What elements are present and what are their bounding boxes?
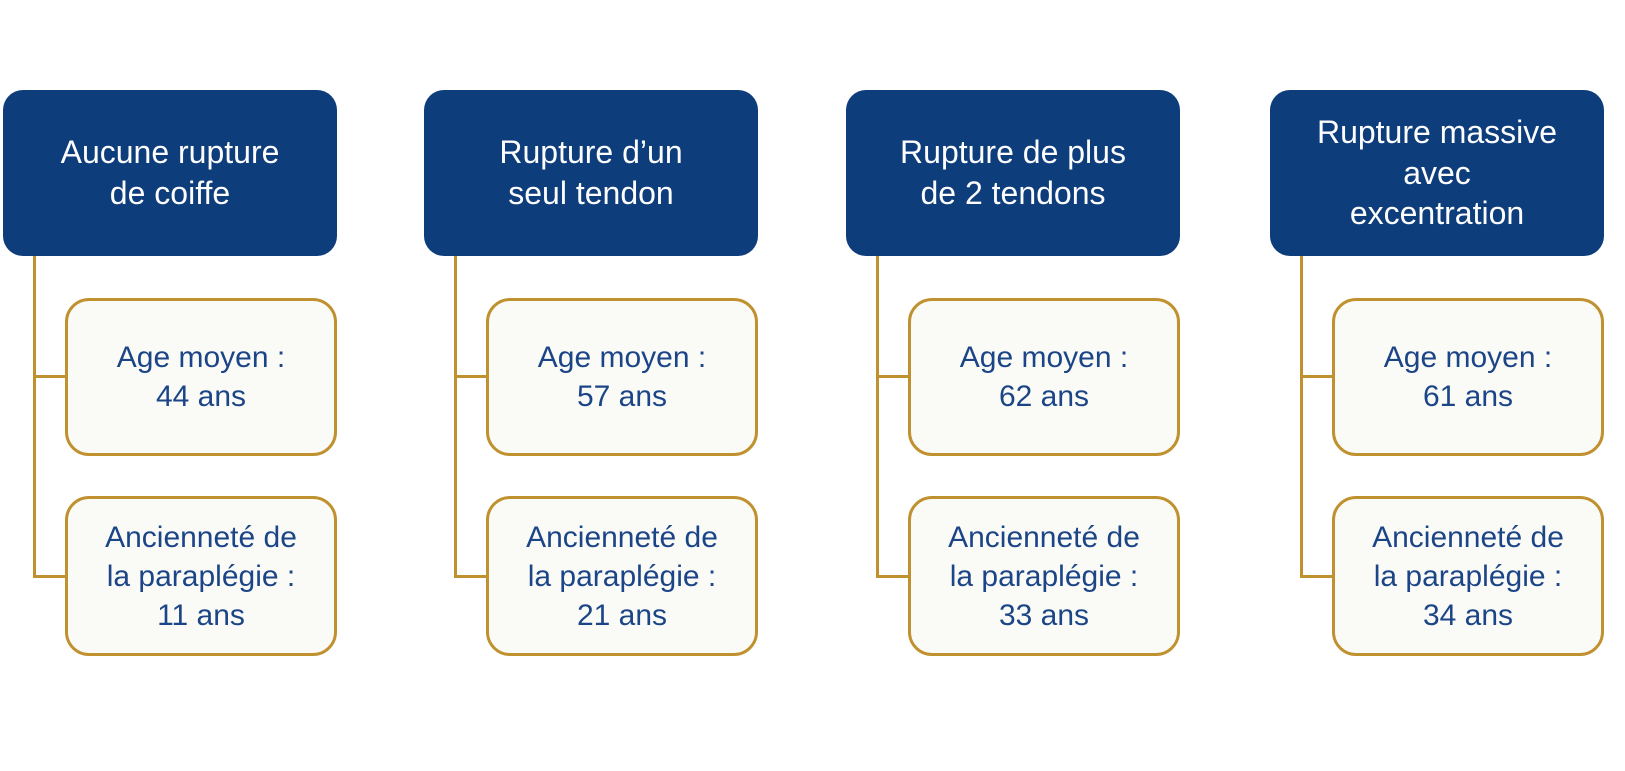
connector-branch-line — [33, 375, 68, 378]
stat-box-paraplegia: Ancienneté de la paraplégie : 34 ans — [1332, 496, 1604, 656]
connector-branch-line — [1300, 375, 1335, 378]
stat-box-age: Age moyen : 44 ans — [65, 298, 337, 456]
connector-branch-line — [33, 575, 68, 578]
connector-vertical-line — [454, 256, 457, 578]
connector-branch-line — [876, 575, 911, 578]
category-header-label: Rupture de plus de 2 tendons — [900, 134, 1126, 211]
stat-box-age: Age moyen : 57 ans — [486, 298, 758, 456]
category-header-box: Rupture massive avec excentration — [1270, 90, 1604, 256]
stat-box-paraplegia: Ancienneté de la paraplégie : 33 ans — [908, 496, 1180, 656]
category-header-box: Rupture de plus de 2 tendons — [846, 90, 1180, 256]
stat-box-paraplegia: Ancienneté de la paraplégie : 21 ans — [486, 496, 758, 656]
stat-box-age: Age moyen : 62 ans — [908, 298, 1180, 456]
category-header-box: Rupture d’un seul tendon — [424, 90, 758, 256]
stat-paraplegia-label: Ancienneté de la paraplégie : 33 ans — [948, 520, 1140, 632]
stat-age-label: Age moyen : 62 ans — [959, 341, 1129, 413]
stat-age-label: Age moyen : 61 ans — [1383, 341, 1553, 413]
connector-vertical-line — [1300, 256, 1303, 578]
category-header-label: Aucune rupture de coiffe — [60, 134, 280, 211]
connector-branch-line — [454, 575, 489, 578]
connector-branch-line — [454, 375, 489, 378]
connector-vertical-line — [876, 256, 879, 578]
category-column-4: Rupture massive avec excentration Age mo… — [1270, 90, 1604, 660]
stat-paraplegia-label: Ancienneté de la paraplégie : 11 ans — [105, 520, 297, 632]
category-column-3: Rupture de plus de 2 tendons Age moyen :… — [846, 90, 1180, 660]
stat-paraplegia-label: Ancienneté de la paraplégie : 34 ans — [1372, 520, 1564, 632]
stat-age-label: Age moyen : 44 ans — [116, 341, 286, 413]
category-header-label: Rupture massive avec excentration — [1316, 113, 1558, 232]
connector-vertical-line — [33, 256, 36, 578]
connector-branch-line — [1300, 575, 1335, 578]
stat-paraplegia-label: Ancienneté de la paraplégie : 21 ans — [526, 520, 718, 632]
connector-branch-line — [876, 375, 911, 378]
category-header-label: Rupture d’un seul tendon — [499, 134, 683, 211]
stat-age-label: Age moyen : 57 ans — [537, 341, 707, 413]
category-header-box: Aucune rupture de coiffe — [3, 90, 337, 256]
stat-box-age: Age moyen : 61 ans — [1332, 298, 1604, 456]
category-column-2: Rupture d’un seul tendon Age moyen : 57 … — [424, 90, 758, 660]
category-column-1: Aucune rupture de coiffe Age moyen : 44 … — [3, 90, 337, 660]
stat-box-paraplegia: Ancienneté de la paraplégie : 11 ans — [65, 496, 337, 656]
